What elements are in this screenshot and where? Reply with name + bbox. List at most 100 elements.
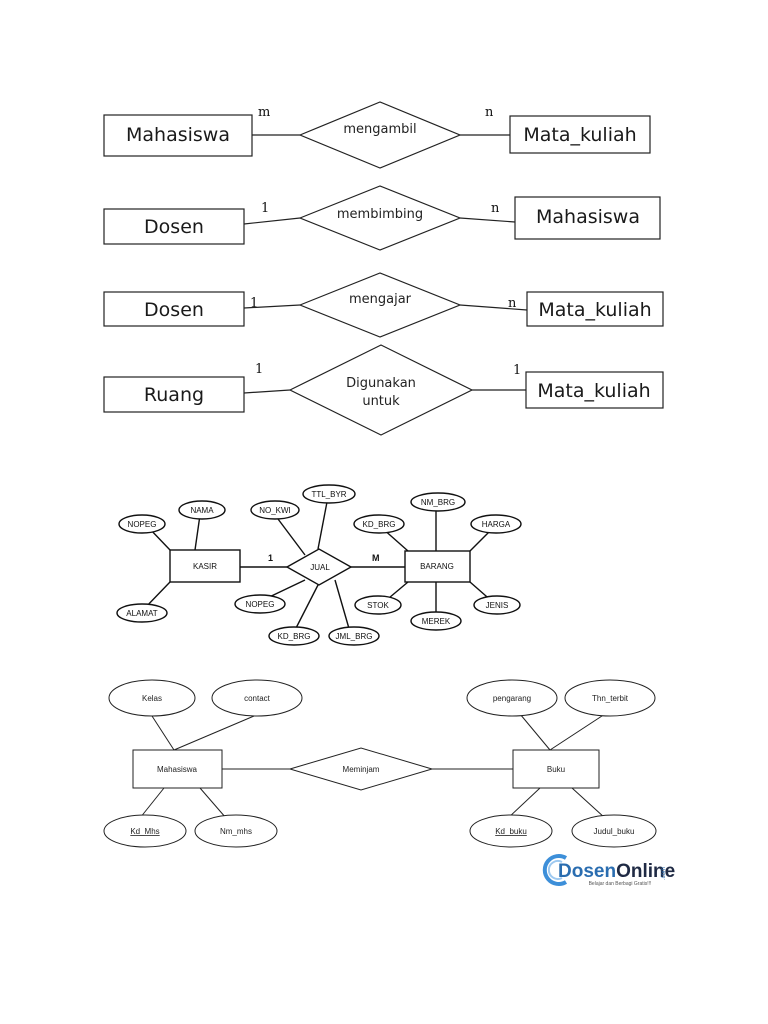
cardinality-right: n	[491, 201, 500, 216]
attribute-nama-label: NAMA	[190, 506, 214, 515]
relation-mengambil	[298, 101, 462, 169]
attribute-merek	[410, 611, 462, 631]
attribute-kd-brg	[353, 514, 405, 534]
relation-membimbing	[298, 185, 462, 251]
attribute-jml-brg-label: JML_BRG	[336, 632, 373, 641]
relation-digunakan-label-line1: Digunakan	[346, 376, 416, 391]
attribute-nopeg-label: NOPEG	[128, 520, 157, 529]
attribute-kd-mhs	[103, 814, 187, 848]
entity-kasir-label: KASIR	[193, 562, 217, 571]
d1-row-mengajar: Dosen mengajar Mata_kuliah 1 n	[103, 272, 664, 338]
cardinality-left: 1	[261, 201, 269, 216]
entity-mahasiswa	[514, 196, 661, 240]
attribute-harga	[470, 514, 522, 534]
attribute-nm-brg-label: NM_BRG	[421, 498, 455, 507]
attribute-nopeg	[118, 514, 166, 534]
entity-mata-kuliah	[525, 371, 664, 409]
logo-tagline: Belajar dan Berbagi Gratis!!!	[589, 881, 652, 887]
attribute-contact	[211, 679, 303, 717]
attribute-nm-brg	[410, 492, 466, 512]
entity-dosen	[103, 208, 245, 245]
cardinality-left: m	[258, 105, 270, 120]
attribute-nm-mhs-label: Nm_mhs	[220, 827, 252, 836]
diagram-3: Mahasiswa Meminjam Buku Kelas contact Kd…	[103, 679, 657, 848]
entity-kasir	[169, 549, 241, 583]
attribute-kd-buku	[469, 814, 553, 848]
entity-mata-kuliah-label: Mata_kuliah	[537, 380, 650, 402]
attribute-contact-label: contact	[244, 694, 271, 703]
logo-swoosh-icon	[542, 854, 568, 886]
entity-mata-kuliah	[509, 115, 651, 154]
entity-barang-label: BARANG	[420, 562, 454, 571]
d1-row-mengambil: Mahasiswa mengambil Mata_kuliah m n	[103, 101, 651, 169]
attribute-kelas	[108, 679, 196, 717]
dosenonline-logo: DosenOnline .com Belajar dan Berbagi Gra…	[542, 854, 675, 887]
attribute-jenis	[473, 595, 521, 615]
entity-mahasiswa	[132, 749, 223, 789]
attribute-alamat	[116, 603, 168, 623]
diagram-2: KASIR JUAL BARANG 1 M NOPEG NAMA ALAMAT …	[116, 484, 522, 646]
cardinality-right: 1	[513, 363, 521, 378]
cardinality-left: 1	[268, 553, 273, 563]
relation-meminjam	[288, 747, 434, 791]
attribute-kd-brg-label: KD_BRG	[363, 520, 396, 529]
d1-row-digunakan-untuk: Ruang Digunakan untuk Mata_kuliah 1 1	[103, 344, 664, 436]
entity-dosen-label: Dosen	[144, 216, 204, 238]
relation-membimbing-label: membimbing	[337, 207, 423, 222]
relation-jual	[285, 548, 353, 586]
cardinality-left: 1	[250, 296, 258, 311]
logo-domain: .com	[661, 867, 667, 880]
attribute-harga-label: HARGA	[482, 520, 511, 529]
entity-dosen	[103, 291, 245, 327]
attribute-kd-brg-label: KD_BRG	[278, 632, 311, 641]
cardinality-left: 1	[255, 362, 263, 377]
attribute-nm-mhs	[194, 814, 278, 848]
attribute-kd-buku-label: Kd_buku	[495, 827, 527, 836]
attribute-nopeg	[234, 594, 286, 614]
attribute-ttl-byr	[302, 484, 356, 504]
relation-mengambil-label: mengambil	[343, 122, 416, 137]
attribute-pengarang	[466, 679, 558, 717]
entity-mahasiswa	[103, 114, 253, 157]
entity-mahasiswa-label: Mahasiswa	[536, 206, 640, 228]
cardinality-right: n	[485, 105, 494, 120]
attribute-thn-terbit	[564, 679, 656, 717]
entity-buku	[512, 749, 600, 789]
relation-digunakan-label-line2: untuk	[362, 394, 400, 409]
attribute-kd-brg	[268, 626, 320, 646]
entity-barang	[404, 550, 471, 583]
attribute-judul-buku-label: Judul_buku	[594, 827, 635, 836]
cardinality-right: n	[508, 296, 517, 311]
attribute-kelas-label: Kelas	[142, 694, 162, 703]
attribute-no-kwi	[250, 500, 300, 520]
diagram-1: Mahasiswa mengambil Mata_kuliah m n Dose…	[103, 101, 664, 436]
attribute-stok	[354, 595, 402, 615]
attribute-no-kwi-label: NO_KWI	[259, 506, 291, 515]
attribute-jml-brg	[328, 626, 380, 646]
entity-buku-label: Buku	[547, 765, 565, 774]
attribute-nopeg-label: NOPEG	[246, 600, 275, 609]
attribute-stok-label: STOK	[367, 601, 389, 610]
relation-meminjam-label: Meminjam	[343, 765, 380, 774]
attribute-alamat-label: ALAMAT	[126, 609, 158, 618]
relation-mengajar-label: mengajar	[349, 292, 412, 307]
cardinality-right: M	[372, 553, 380, 563]
attribute-pengarang-label: pengarang	[493, 694, 531, 703]
entity-mata-kuliah-label: Mata_kuliah	[523, 124, 636, 146]
logo-swoosh-inner-icon	[547, 860, 563, 880]
attribute-thn-terbit-label: Thn_terbit	[592, 694, 629, 703]
entity-dosen-label: Dosen	[144, 299, 204, 321]
relation-mengajar	[298, 272, 462, 338]
entity-mata-kuliah	[526, 291, 664, 327]
entity-ruang-label: Ruang	[144, 384, 204, 406]
relation-jual-label: JUAL	[310, 563, 330, 572]
entity-mata-kuliah-label: Mata_kuliah	[538, 299, 651, 321]
attribute-jenis-label: JENIS	[486, 601, 509, 610]
attribute-kd-mhs-label: Kd_Mhs	[130, 827, 159, 836]
attribute-judul-buku	[571, 814, 657, 848]
entity-ruang	[103, 376, 245, 413]
entity-mahasiswa-label: Mahasiswa	[126, 124, 230, 146]
entity-mahasiswa-label: Mahasiswa	[157, 765, 198, 774]
attribute-nama	[178, 500, 226, 520]
